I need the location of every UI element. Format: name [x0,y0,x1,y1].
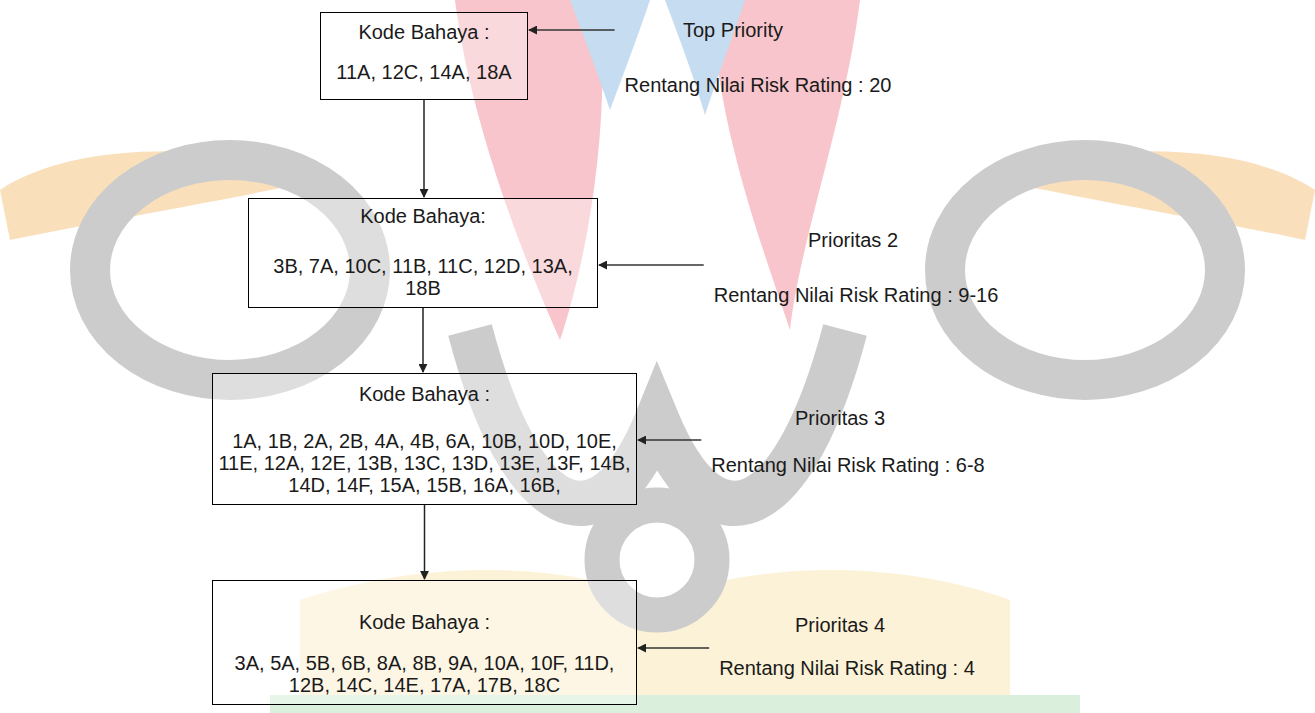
leader-arrow [599,264,704,266]
priority-label: Prioritas 2 [808,229,898,251]
hazard-codes: 11A, 12C, 14A, 18A [325,61,523,83]
box-heading: Kode Bahaya : [217,383,632,405]
box-heading: Kode Bahaya: [253,205,593,227]
hazard-codes: 1A, 1B, 2A, 2B, 4A, 4B, 6A, 10B, 10D, 10… [217,430,632,496]
risk-range-label: Rentang Nilai Risk Rating : 4 [719,657,975,679]
risk-range-label: Rentang Nilai Risk Rating : 9-16 [714,284,999,306]
process-box: Kode Bahaya : 11A, 12C, 14A, 18A [320,12,528,100]
priority-label: Prioritas 4 [795,614,885,636]
leader-arrow [638,647,709,649]
flow-arrow [423,100,425,197]
risk-range-label: Rentang Nilai Risk Rating : 20 [625,74,892,96]
leader-arrow [529,29,615,31]
hazard-codes: 3A, 5A, 5B, 6B, 8A, 8B, 9A, 10A, 10F, 11… [217,652,632,696]
risk-range-label: Rentang Nilai Risk Rating : 6-8 [711,454,984,476]
flow-arrow [422,308,424,372]
process-box: Kode Bahaya: 3B, 7A, 10C, 11B, 11C, 12D, … [248,198,598,308]
process-box: Kode Bahaya : 3A, 5A, 5B, 6B, 8A, 8B, 9A,… [212,580,637,705]
priority-label: Prioritas 3 [795,407,885,429]
box-heading: Kode Bahaya : [325,21,523,43]
flow-arrow [424,505,426,579]
right-swirl [945,160,1225,380]
box-heading: Kode Bahaya : [217,611,632,633]
hazard-codes: 3B, 7A, 10C, 11B, 11C, 12D, 13A, 18B [253,255,593,299]
process-box: Kode Bahaya : 1A, 1B, 2A, 2B, 4A, 4B, 6A,… [212,373,637,505]
right-blue-band [665,0,745,115]
priority-label: Top Priority [683,19,783,41]
right-pink-band [712,0,860,330]
leader-arrow [638,439,701,441]
